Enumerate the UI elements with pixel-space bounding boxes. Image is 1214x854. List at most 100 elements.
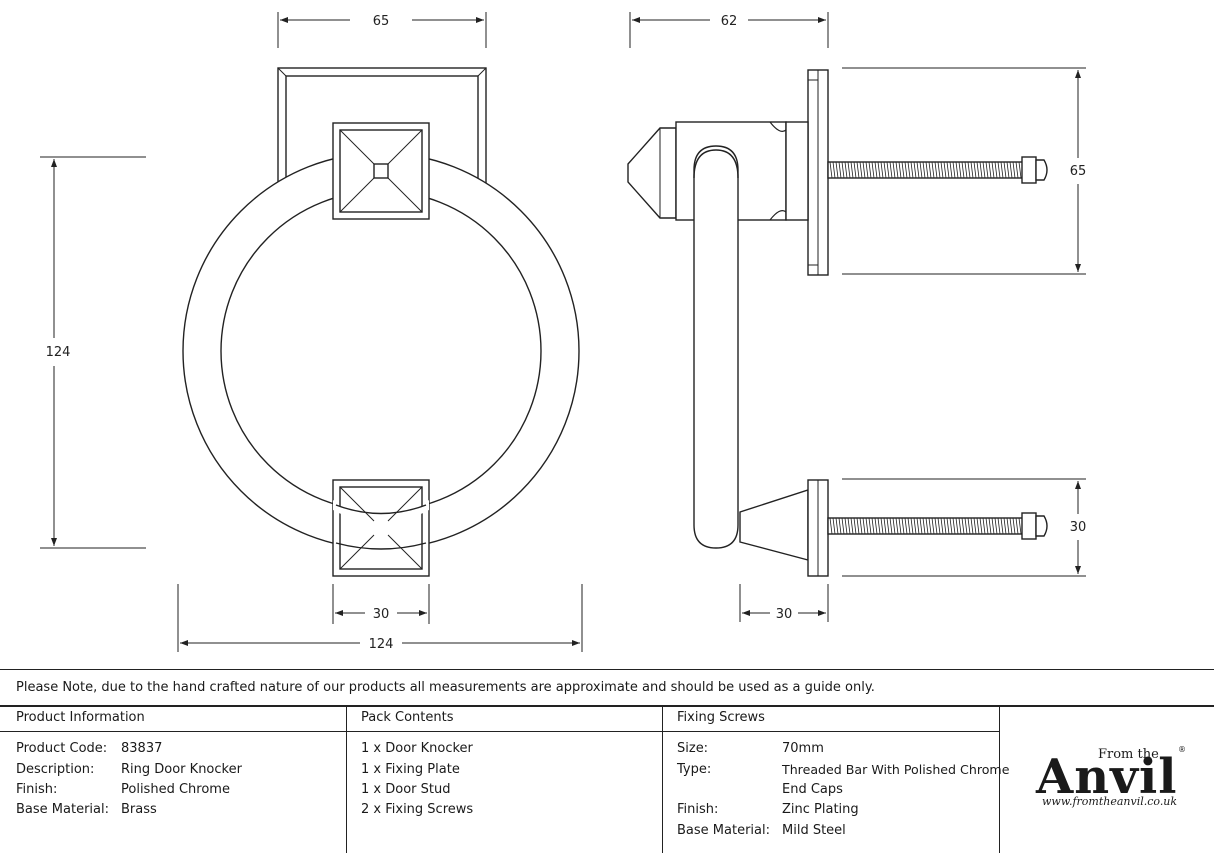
thread-line [880,517,884,535]
thread-line [898,517,902,535]
thread-line [940,517,944,535]
thread-line [898,161,902,179]
thread-line [865,517,869,535]
thread-line [997,161,1001,179]
thread-line [1003,517,1007,535]
thread-line [985,517,989,535]
technical-drawing: 65 124 30 124 [40,12,1087,652]
dim-side-depth-label: 62 [721,14,738,29]
screw-type-value-cont: End Caps [782,782,843,797]
thread-line [856,161,860,179]
thread-line [850,517,854,535]
divider [0,705,1214,707]
thread-line [1000,517,1004,535]
fixing-screws-heading: Fixing Screws [677,710,765,725]
thread-line [1012,517,1016,535]
screw-material-label: Base Material: [677,823,770,838]
thread-line [946,517,950,535]
thread-line [832,161,836,179]
thread-line [925,517,929,535]
thread-line [931,517,935,535]
thread-line [1018,161,1022,179]
thread-line [970,517,974,535]
thread-line [847,517,851,535]
logo-registered-mark: ® [1178,745,1186,754]
thread-line [949,161,953,179]
thread-line [928,161,932,179]
thread-line [865,161,869,179]
thread-line [976,517,980,535]
thread-line [1018,517,1022,535]
thread-line [943,161,947,179]
from-the-anvil-logo: From the ® Anvil www.fromtheanvil.co.uk [1030,743,1190,823]
thread-line [958,517,962,535]
thread-line [919,517,923,535]
pack-item: 2 x Fixing Screws [361,802,474,817]
thread-line [829,517,833,535]
thread-line [949,517,953,535]
thread-line [979,161,983,179]
divider [662,705,663,853]
thread-line [904,161,908,179]
screw-size-value: 70mm [782,741,824,756]
product-code-label: Product Code: [16,741,108,756]
thread-line [892,161,896,179]
screw-material-value: Mild Steel [782,823,846,838]
info-table [0,669,1214,854]
thread-line [871,161,875,179]
thread-line [904,517,908,535]
thread-line [964,517,968,535]
thread-line [910,161,914,179]
thread-line [931,161,935,179]
thread-line [955,517,959,535]
measurement-note: Please Note, due to the hand crafted nat… [16,680,875,695]
thread-line [1015,161,1019,179]
dim-side-stud-depth [739,584,829,622]
thread-line [943,517,947,535]
thread-line [889,161,893,179]
screw-type-value: Threaded Bar With Polished Chrome [782,762,1010,777]
knocker-ring [182,152,580,550]
thread-line [862,517,866,535]
thread-line [940,161,944,179]
thread-line [937,517,941,535]
thread-line [982,517,986,535]
thread-line [853,517,857,535]
logo-url: www.fromtheanvil.co.uk [1042,795,1178,808]
thread-line [922,161,926,179]
base-material-label: Base Material: [16,802,109,817]
side-fixing-plate [807,69,829,276]
thread-line [991,161,995,179]
dim-side-plate-height-label: 65 [1070,164,1087,179]
dim-ring-width-label: 124 [369,637,394,652]
pack-item: 1 x Door Stud [361,782,451,797]
thread-line [829,161,833,179]
thread-line [913,161,917,179]
thread-line [868,517,872,535]
thread-line [994,517,998,535]
thread-line [952,161,956,179]
thread-line [907,517,911,535]
product-information-heading: Product Information [16,710,145,725]
thread-line [958,161,962,179]
thread-line [856,517,860,535]
thread-line [934,161,938,179]
thread-line [874,161,878,179]
finish-value: Polished Chrome [121,782,230,797]
screw-finish-label: Finish: [677,802,719,817]
dim-side-depth [629,12,829,48]
screw-size-label: Size: [677,741,709,756]
thread-line [844,517,848,535]
thread-line [997,517,1001,535]
top-pyramid-boss [332,122,430,220]
thread-line [874,517,878,535]
bottom-striker [332,479,430,577]
thread-line [835,161,839,179]
thread-line [892,517,896,535]
thread-line [919,161,923,179]
thread-line [868,161,872,179]
dim-side-plate-height [842,67,1086,275]
thread-line [1003,161,1007,179]
thread-line [916,517,920,535]
thread-line [988,161,992,179]
